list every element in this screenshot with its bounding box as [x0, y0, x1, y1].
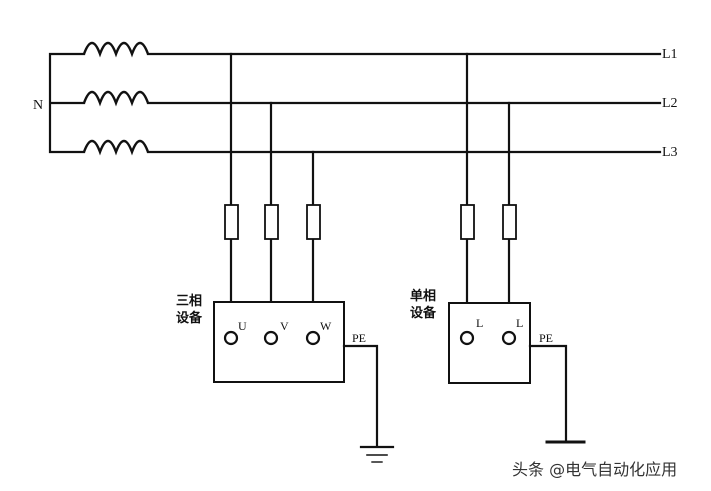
label-neutral: N [33, 98, 43, 113]
single-phase-equipment: L L 单相 设备 PE [410, 288, 586, 444]
fuse-v [264, 204, 279, 240]
winding-phase-3 [82, 139, 150, 156]
winding-phase-1 [82, 41, 150, 58]
winding-phase-2 [82, 90, 150, 107]
pe-label-single-phase: PE [539, 331, 553, 345]
terminal-l1-label: L [476, 316, 483, 330]
neutral-bus [48, 52, 86, 154]
fuse-u [224, 204, 239, 240]
pe-label-three-phase: PE [352, 331, 366, 345]
ground-symbol-icon [359, 445, 395, 463]
single-phase-title-line1: 单相 [410, 288, 436, 304]
single-phase-equipment-box [448, 302, 531, 384]
label-l3: L3 [662, 145, 678, 160]
three-phase-drops [224, 52, 321, 332]
terminal-w [305, 330, 321, 346]
label-l2: L2 [662, 96, 678, 111]
terminal-w-label: W [320, 319, 332, 333]
single-phase-title-line2: 设备 [410, 305, 437, 321]
fuse-l2 [502, 204, 517, 240]
three-phase-title-line1: 三相 [176, 293, 202, 309]
terminal-l2-label: L [516, 316, 523, 330]
terminal-u [223, 330, 239, 346]
terminal-l1 [459, 330, 475, 346]
source-watermark: 头条 @电气自动化应用 [512, 460, 678, 479]
terminal-v [263, 330, 279, 346]
fuse-l1 [460, 204, 475, 240]
transformer-windings [48, 41, 150, 156]
three-phase-title-line2: 设备 [176, 310, 203, 326]
pe-conductor-three-phase [342, 344, 379, 448]
terminal-u-label: U [238, 319, 247, 333]
three-phase-equipment: U V W 三相 设备 PE [176, 293, 395, 463]
pe-conductor-single-phase [528, 344, 568, 444]
terminal-l2 [501, 330, 517, 346]
label-l1: L1 [662, 47, 678, 62]
fuse-w [306, 204, 321, 240]
terminal-v-label: V [280, 319, 289, 333]
single-phase-drops [460, 52, 517, 332]
